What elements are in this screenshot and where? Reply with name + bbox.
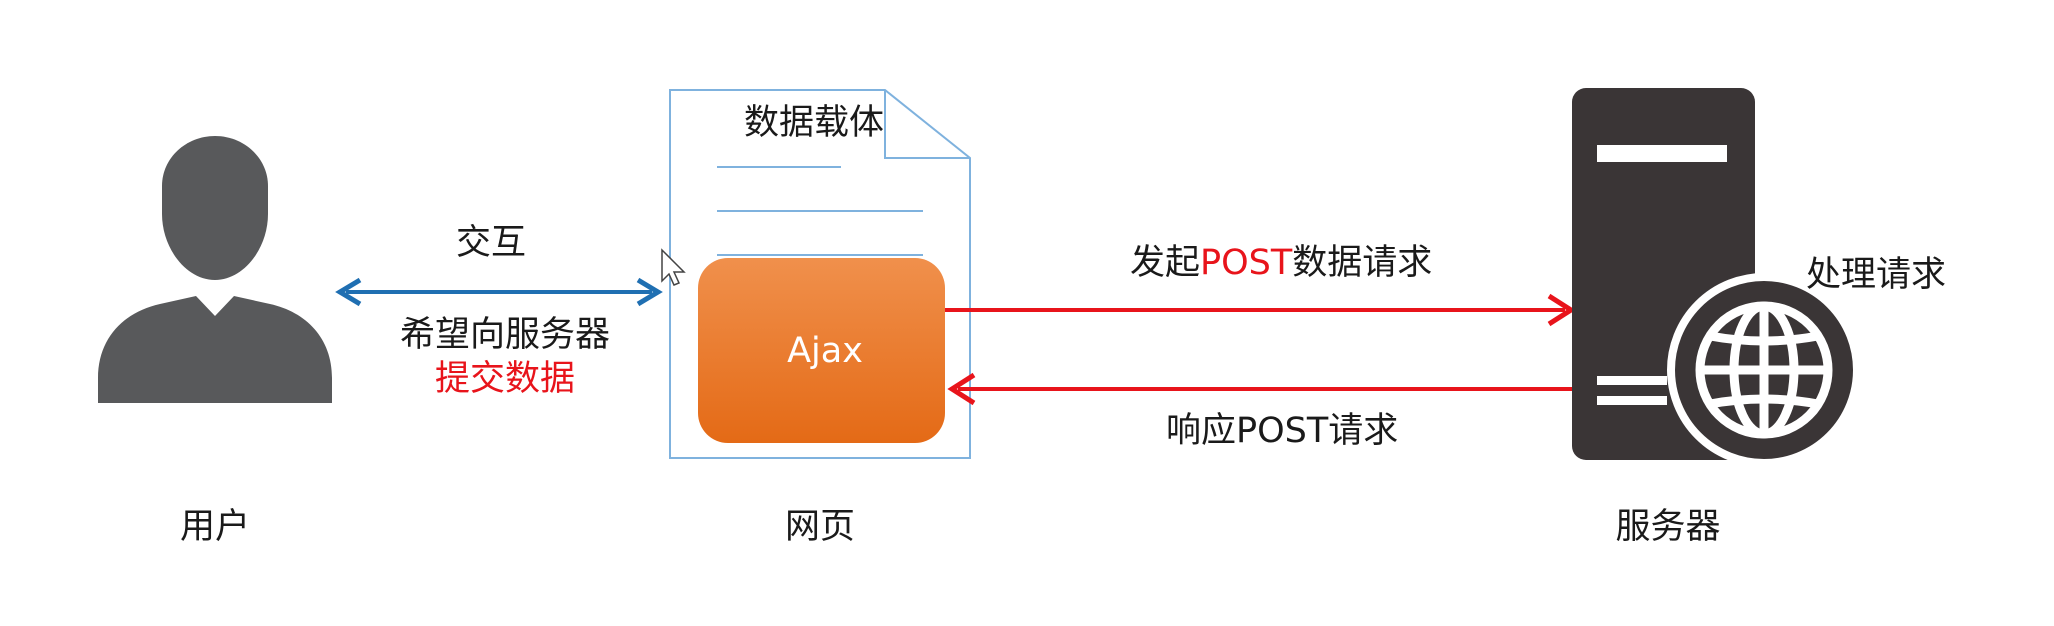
request-arrow [945, 293, 1576, 327]
request-label: 发起POST数据请求 [1130, 242, 1432, 284]
server-slot [1597, 376, 1667, 385]
ajax-box [698, 258, 945, 443]
request-label-suffix: 数据请求 [1292, 243, 1433, 283]
interaction-arrow [335, 277, 663, 307]
globe-icon [1667, 273, 1861, 467]
server-label: 服务器 [1615, 507, 1721, 547]
server-process-label: 处理请求 [1806, 255, 1947, 295]
cursor-icon [661, 248, 686, 286]
interaction-top-label: 交互 [456, 223, 527, 263]
server-slot [1597, 145, 1727, 162]
user-icon [98, 136, 332, 403]
request-label-prefix: 发起 [1130, 243, 1201, 283]
response-arrow [947, 372, 1572, 406]
request-label-highlight: POST [1200, 243, 1293, 283]
document-title: 数据载体 [744, 103, 885, 143]
server-slot [1597, 396, 1667, 405]
interaction-bottom-label-line2: 提交数据 [434, 359, 575, 399]
interaction-bottom-label-line1: 希望向服务器 [399, 315, 610, 355]
page-label: 网页 [784, 507, 855, 547]
user-label: 用户 [179, 507, 250, 547]
ajax-label: Ajax [787, 331, 863, 371]
response-label: 响应POST请求 [1166, 411, 1399, 451]
